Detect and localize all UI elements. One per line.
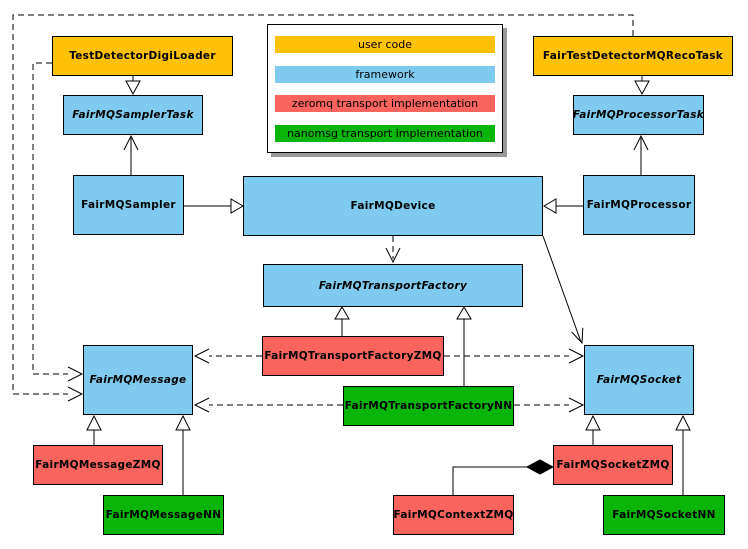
legend-item-zeromq: zeromq transport implementation	[275, 95, 495, 112]
node-fairmq-socket: FairMQSocket	[584, 345, 694, 415]
node-fairmq-transport-factory-zmq: FairMQTransportFactoryZMQ	[262, 336, 444, 376]
node-fairmq-processor-task: FairMQProcessorTask	[573, 95, 704, 135]
edge-messagenn-to-message-inheritance	[175, 414, 191, 495]
node-fairmq-context-zmq: FairMQContextZMQ	[393, 495, 514, 535]
edge-socketzmq-contextzmq-composition	[452, 459, 555, 495]
node-fairmq-message-zmq: FairMQMessageZMQ	[33, 445, 163, 485]
edge-factorynn-to-message-dependency	[193, 397, 343, 413]
edge-sampler-to-device-inheritance	[184, 198, 244, 214]
edge-digiloader-to-message-dependency	[32, 62, 84, 382]
legend-item-framework: framework	[275, 66, 495, 83]
legend: user code framework zeromq transport imp…	[267, 24, 503, 153]
node-fairmq-transport-factory: FairMQTransportFactory	[263, 264, 523, 307]
edge-socketzmq-to-socket-inheritance	[585, 414, 601, 445]
edge-processor-to-device-inheritance	[543, 198, 583, 214]
edge-factorynn-to-socket-dependency	[514, 397, 585, 413]
node-fairmq-device: FairMQDevice	[243, 176, 543, 236]
node-fairmq-transport-factory-nn: FairMQTransportFactoryNN	[343, 386, 514, 426]
edge-factorynn-to-factory-inheritance	[456, 306, 472, 386]
edge-factoryzmq-to-message-dependency	[193, 348, 262, 364]
edge-sampler-to-samplertask-association	[123, 134, 139, 175]
edge-factoryzmq-to-socket-dependency	[444, 348, 585, 364]
node-fairmq-socket-nn: FairMQSocketNN	[603, 495, 725, 535]
legend-item-user-code: user code	[275, 36, 495, 53]
edge-device-to-socket-association	[542, 235, 584, 345]
node-fairmq-processor: FairMQProcessor	[583, 175, 695, 235]
edge-factoryzmq-to-factory-inheritance	[334, 306, 350, 336]
node-fairmq-sampler: FairMQSampler	[73, 175, 184, 235]
edge-socketnn-to-socket-inheritance	[675, 414, 691, 495]
edge-recotask-to-processortask-inheritance	[634, 76, 650, 96]
edge-device-to-transportfactory-dependency	[385, 236, 401, 264]
node-fairmq-message: FairMQMessage	[83, 345, 193, 415]
node-test-detector-digi-loader: TestDetectorDigiLoader	[52, 36, 233, 76]
legend-item-nanomsg: nanomsg transport implementation	[275, 125, 495, 142]
edge-recotask-to-message-dependency	[12, 14, 634, 402]
edge-digiloader-to-samplertask-inheritance	[125, 76, 141, 96]
edge-messagezmq-to-message-inheritance	[86, 414, 102, 445]
node-fairmq-sampler-task: FairMQSamplerTask	[63, 95, 203, 135]
node-fairmq-message-nn: FairMQMessageNN	[103, 495, 224, 535]
edge-processor-to-processortask-association	[633, 134, 649, 175]
node-fairmq-socket-zmq: FairMQSocketZMQ	[553, 445, 673, 485]
node-fair-test-detector-mq-reco-task: FairTestDetectorMQRecoTask	[533, 36, 733, 76]
